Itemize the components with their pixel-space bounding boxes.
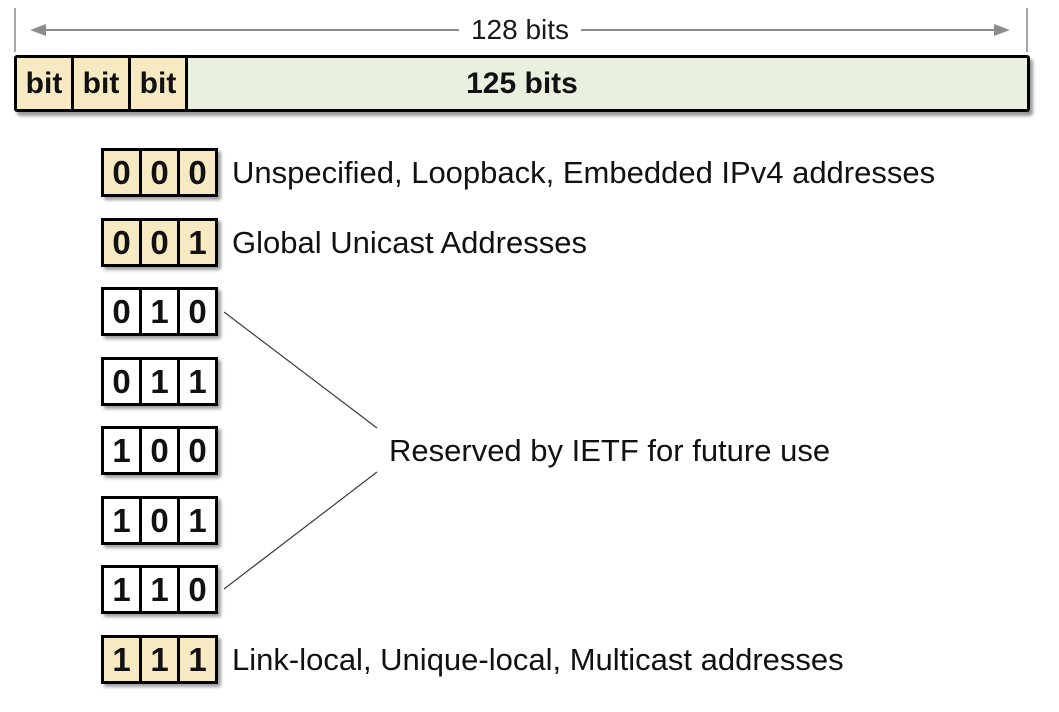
connector-line-top — [223, 311, 378, 429]
bit-cell: 1 — [101, 496, 142, 545]
bit-width-measure: 128 bits — [30, 14, 1011, 45]
prefix-row-011: 0 1 1 — [101, 357, 232, 406]
measure-line-left — [46, 29, 459, 31]
arrowhead-left-icon — [30, 24, 46, 36]
bit-cell: 1 — [139, 565, 180, 614]
bit-cell: 0 — [139, 496, 180, 545]
bit-pattern-boxes: 0 1 0 — [101, 287, 218, 336]
bit-cell: 0 — [101, 287, 142, 336]
bit-pattern-boxes: 1 0 1 — [101, 496, 218, 545]
prefix-row-001: 0 0 1 Global Unicast Addresses — [101, 218, 587, 267]
reserved-annotation: Reserved by IETF for future use — [389, 433, 831, 468]
prefix-row-label: Global Unicast Addresses — [232, 224, 587, 260]
bit-cell: 1 — [139, 357, 180, 406]
prefix-row-label: Link-local, Unique-local, Multicast addr… — [232, 641, 844, 677]
prefix-row-101: 1 0 1 — [101, 496, 232, 545]
bit-cell: 0 — [101, 357, 142, 406]
prefix-row-010: 0 1 0 — [101, 287, 232, 336]
bit-cell: 0 — [139, 426, 180, 475]
bit-cell: 0 — [139, 218, 180, 267]
prefix-row-110: 1 1 0 — [101, 565, 232, 614]
prefix-row-000: 0 0 0 Unspecified, Loopback, Embedded IP… — [101, 148, 935, 197]
bit-cell: 1 — [101, 635, 142, 684]
connector-line-bottom — [223, 471, 378, 590]
bit-pattern-boxes: 0 0 0 — [101, 148, 218, 197]
prefix-row-label: Unspecified, Loopback, Embedded IPv4 add… — [232, 154, 936, 190]
header-bit-cell: bit — [74, 58, 131, 109]
bit-pattern-boxes: 1 1 1 — [101, 635, 218, 684]
bit-cell: 0 — [177, 565, 218, 614]
bit-cell: 1 — [139, 287, 180, 336]
bit-cell: 1 — [101, 565, 142, 614]
bit-pattern-boxes: 0 1 1 — [101, 357, 218, 406]
bit-cell: 1 — [177, 357, 218, 406]
bit-cell: 1 — [177, 218, 218, 267]
bit-pattern-boxes: 1 1 0 — [101, 565, 218, 614]
measure-label: 128 bits — [470, 14, 570, 45]
bit-cell: 0 — [101, 148, 142, 197]
measure-tick-right — [1026, 8, 1028, 52]
address-format-bar: bit bit bit 125 bits — [14, 55, 1030, 112]
bit-cell: 0 — [177, 287, 218, 336]
arrowhead-right-icon — [994, 24, 1011, 36]
bit-cell: 1 — [177, 635, 218, 684]
prefix-row-111: 1 1 1 Link-local, Unique-local, Multicas… — [101, 635, 844, 684]
measure-line-right — [581, 29, 995, 31]
bit-cell: 0 — [101, 218, 142, 267]
bit-cell: 0 — [139, 148, 180, 197]
bit-pattern-boxes: 0 0 1 — [101, 218, 218, 267]
header-bit-cell: bit — [17, 58, 74, 109]
bit-cell: 1 — [101, 426, 142, 475]
prefix-row-100: 1 0 0 — [101, 426, 232, 475]
bit-cell: 0 — [177, 426, 218, 475]
bit-cell: 1 — [139, 635, 180, 684]
bit-cell: 1 — [177, 496, 218, 545]
measure-tick-left — [14, 8, 16, 52]
header-bit-cell: bit — [131, 58, 188, 109]
bit-cell: 0 — [177, 148, 218, 197]
bit-pattern-boxes: 1 0 0 — [101, 426, 218, 475]
